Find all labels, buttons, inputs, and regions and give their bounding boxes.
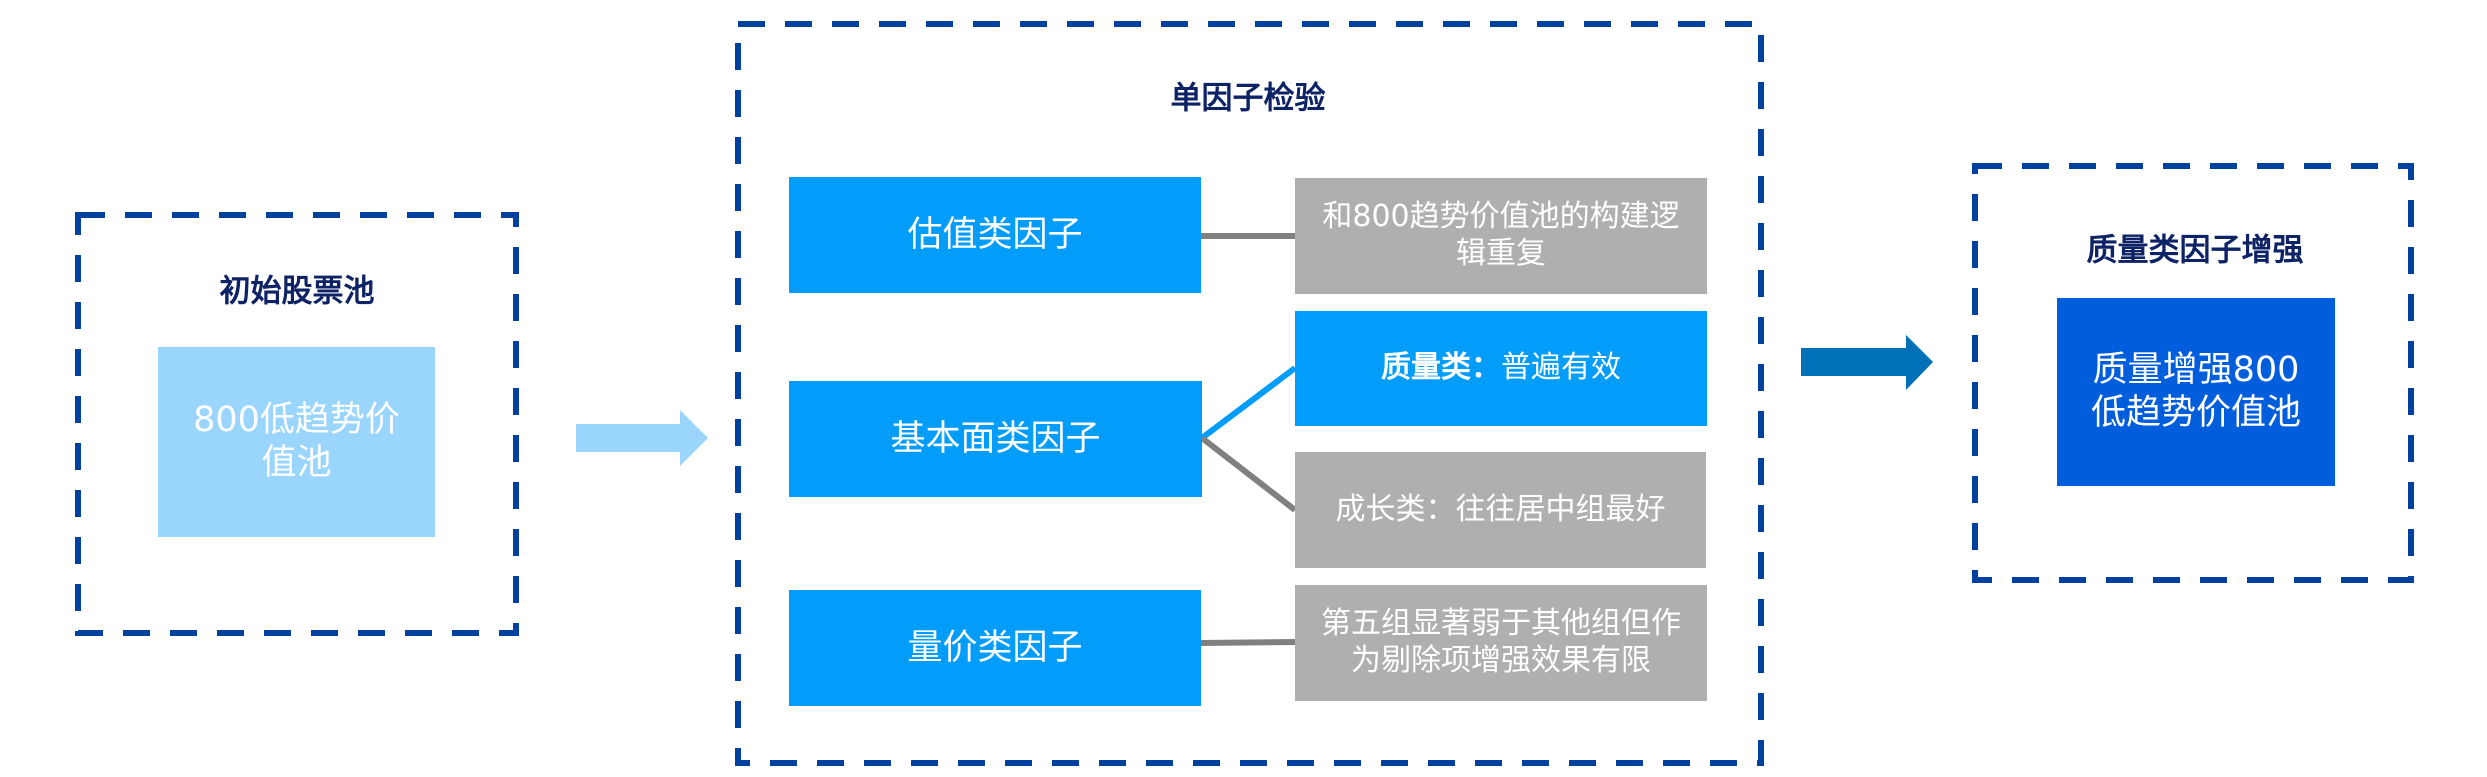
factor-box-price-volume: 量价类因子 <box>789 590 1201 706</box>
initial-pool-label: 800低趋势价值池 <box>193 400 400 483</box>
factor-box-fundamental: 基本面类因子 <box>789 381 1202 497</box>
factor-label: 估值类因子 <box>907 214 1083 255</box>
factor-label: 量价类因子 <box>907 627 1083 668</box>
factor-box-valuation: 估值类因子 <box>789 177 1201 293</box>
enhanced-pool-label: 质量增强800低趋势价值池 <box>2090 350 2301 433</box>
result-prefix: 成长类： <box>1335 491 1456 527</box>
factor-label: 基本面类因子 <box>890 418 1101 459</box>
enhanced-pool-box: 质量增强800低趋势价值池 <box>2057 298 2335 486</box>
result-box-price-volume: 第五组显著弱于其他组但作为剔除项增强效果有限 <box>1295 585 1707 701</box>
connector-price-volume <box>1200 639 1296 646</box>
quality-enhance-title: 质量类因子增强 <box>2086 232 2304 269</box>
right-arrow-icon <box>576 410 708 466</box>
result-prefix: 质量类： <box>1381 350 1501 386</box>
result-text: 往往居中组最好 <box>1455 491 1666 527</box>
right-arrow-icon <box>1801 335 1933 390</box>
result-text: 普遍有效 <box>1501 350 1621 386</box>
result-text: 第五组显著弱于其他组但作为剔除项增强效果有限 <box>1321 606 1681 678</box>
result-box-growth: 成长类：往往居中组最好 <box>1295 452 1706 568</box>
initial-pool-title: 初始股票池 <box>219 273 375 310</box>
result-text: 和800趋势价值池的构建逻辑重复 <box>1322 199 1680 271</box>
connector-fundamental-quality <box>1200 365 1297 441</box>
single-factor-test-frame <box>735 21 1764 766</box>
result-box-valuation: 和800趋势价值池的构建逻辑重复 <box>1295 178 1707 294</box>
result-box-quality: 质量类：普遍有效 <box>1295 311 1707 426</box>
connector-fundamental-growth <box>1200 435 1297 513</box>
single-factor-test-title: 单因子检验 <box>1170 80 1326 117</box>
initial-pool-box: 800低趋势价值池 <box>158 347 435 537</box>
